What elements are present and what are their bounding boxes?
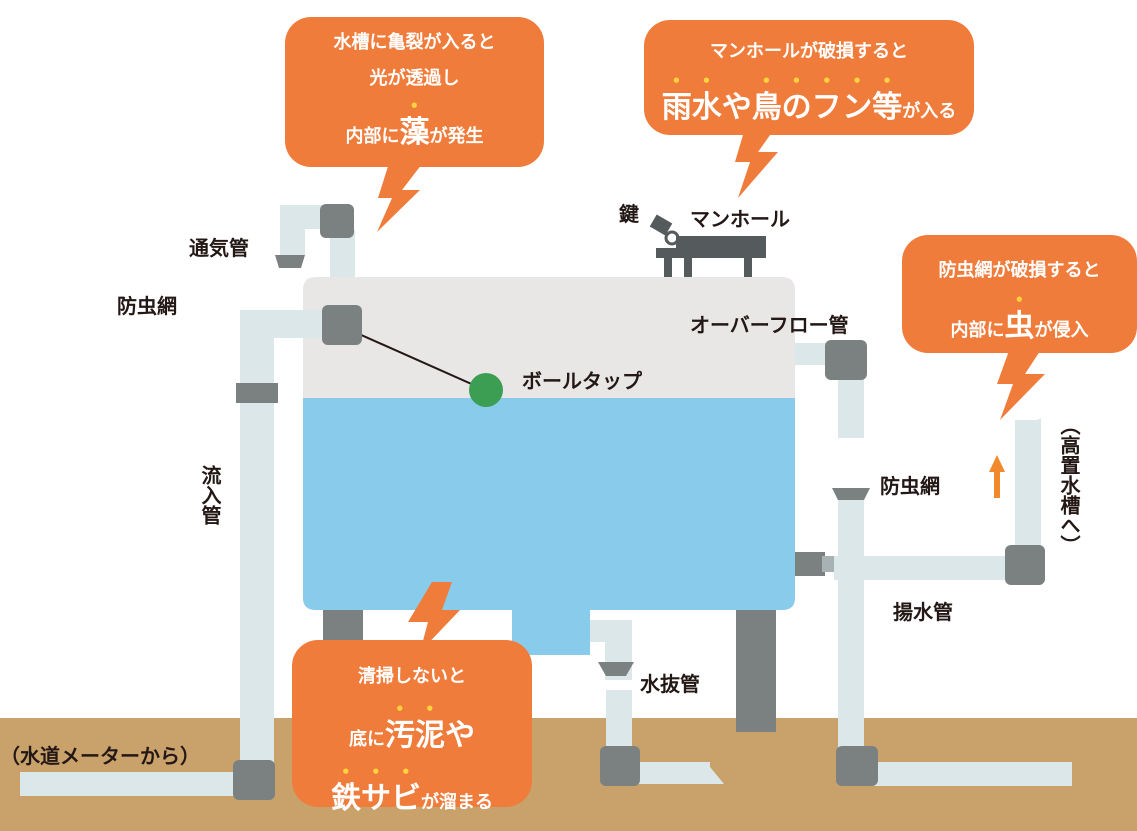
ball-tap-label: ボールタップ [522,369,642,393]
manhole-bubble-line2-mid: や [721,90,752,125]
vent-pipe [275,204,355,285]
tank-leg-right [736,600,776,732]
insect-bubble-line2-pre: 内部に [950,320,1005,341]
insect-bubble-tail [997,348,1045,420]
sludge-bubble: 清掃しないと 底に汚泥や 鉄サビが溜まる [292,640,532,816]
algae-bubble: 水槽に亀裂が入ると 光が透過し 内部に藻が発生 [285,17,544,167]
sludge-bubble-line3: 鉄サビが溜まる [292,763,532,826]
algae-bubble-line2: 光が透過し [369,68,460,89]
sludge-bubble-line1: 清掃しないと [358,666,466,687]
algae-bubble-line1: 水槽に亀裂が入ると [333,32,496,53]
manhole-label: マンホール [690,207,790,231]
up-arrow-icon [989,455,1005,498]
algae-bubble-line3-pre: 内部に [345,126,400,147]
algae-bubble-line3-em: 藻 [399,115,430,150]
sludge-bubble-tail [408,582,460,652]
tank-upper [303,277,795,400]
manhole-lid [656,236,766,280]
insect-net-right-label: 防虫網 [880,474,940,498]
sludge-bubble-line3-em: 鉄サビ [331,781,421,816]
ball-tap-arm [349,329,486,391]
algae-bubble-line3: 内部に藻が発生 [285,97,544,155]
tank-water [303,398,795,655]
sludge-bubble-line2: 底に汚泥や [292,700,532,763]
overflow-pipe-label: オーバーフロー管 [690,313,849,337]
manhole-bubble-tail [735,128,778,198]
insect-bubble-line2-em: 虫 [1004,309,1035,344]
insect-net-left-label: 防虫網 [117,294,177,318]
key-icon [649,214,680,280]
sludge-bubble-line2-pre: 底に [349,729,385,750]
insect-bubble-line2: 内部に虫が侵入 [902,291,1137,351]
pumping-pipe-label: 揚水管 [893,600,953,624]
key-label: 鍵 [619,202,639,226]
algae-bubble-line3-post: が発生 [429,126,484,147]
algae-bubble-tail [377,160,425,232]
insect-bubble-line2-post: が侵入 [1034,320,1089,341]
water-meter-label: （水道メーターから） [0,744,200,768]
inflow-pipe-label: 流入管 [198,465,222,525]
ball-tap-float [469,373,503,407]
sludge-bubble-line2-em1: 汚泥 [385,718,445,753]
manhole-bubble-line2-post: が入る [902,101,957,122]
manhole-bubble: マンホールが破損すると 雨水や鳥のフン等が入る [644,20,974,135]
drain-pipe [590,620,724,786]
insect-bubble-line1: 防虫網が破損すると [938,260,1101,281]
vent-pipe-label: 通気管 [189,236,249,260]
sludge-bubble-line2-em2: や [445,718,475,753]
insect-bubble: 防虫網が破損すると 内部に虫が侵入 [902,235,1137,353]
inflow-pipe [20,305,362,800]
sludge-bubble-line3-post: が溜まる [421,792,493,813]
manhole-bubble-line2-em1: 雨水 [661,90,722,125]
drain-pipe-label: 水抜管 [640,672,700,696]
manhole-bubble-line1: マンホールが破損すると [710,41,908,62]
to-elevated-tank-label: （高置水槽へ） [1057,415,1081,555]
manhole-bubble-line2: 雨水や鳥のフン等が入る [644,72,974,132]
overflow-pipe [795,340,867,438]
pumping-pipe [795,418,1072,786]
manhole-bubble-line2-em2: 鳥のフン等 [751,90,903,125]
